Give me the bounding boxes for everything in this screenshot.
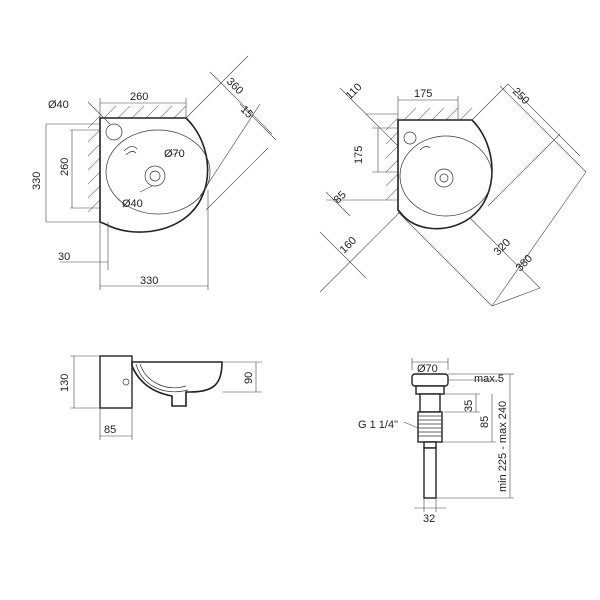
plan-view-right: 110 175 250 175 85 160 320 380 (319, 81, 587, 307)
wall-hatching-right (385, 107, 473, 201)
basin-section (131, 361, 223, 407)
label-drain-diameter: Ø70 (417, 363, 438, 375)
drain-body (419, 393, 441, 413)
label-tap-axis-depth: 175 (353, 146, 365, 164)
label-tap-axis-width: 175 (414, 88, 432, 100)
label-height: 130 (59, 374, 71, 392)
label-drain-diameter: Ø70 (164, 148, 185, 160)
overflow-hole (122, 378, 130, 386)
drain-cap (411, 373, 449, 387)
plan-view-left: Ø40 260 360 15 Ø70 Ø40 330 260 30 330 (31, 55, 277, 290)
wall-hatching-left (87, 105, 187, 213)
bowl-left (105, 129, 211, 215)
tap-hole-left (105, 123, 123, 141)
label-max-gap: max.5 (474, 373, 504, 385)
side-view: 130 90 85 (59, 355, 262, 440)
bowl-curve (135, 363, 189, 393)
tap-hole-right (403, 131, 417, 145)
overflow-slot-left-2 (123, 146, 138, 152)
label-front-offset: 110 (344, 81, 365, 102)
overflow-slot-left (125, 151, 137, 156)
bowl-right (399, 135, 493, 217)
drain-outer-left (144, 165, 166, 187)
label-bowl-depth: 90 (243, 372, 255, 384)
label-diagonal: 360 (224, 76, 245, 97)
label-thread-height: 35 (463, 400, 475, 412)
label-overflow-diameter: Ø40 (122, 198, 143, 210)
label-thread-spec: G 1 1/4" (358, 419, 398, 431)
label-wall-depth: 85 (104, 424, 116, 436)
basin-outline-left (99, 117, 209, 233)
drain-flange (415, 385, 445, 395)
bowl-curve-inner (139, 363, 187, 388)
label-tap-hole-diameter: Ø40 (48, 99, 69, 111)
drain-inner-left (149, 170, 161, 182)
label-side-offset: 85 (332, 189, 349, 206)
thread (417, 411, 443, 443)
label-body-height: 85 (479, 416, 491, 428)
label-width-total: 330 (140, 275, 158, 287)
drain-pipe (423, 447, 437, 499)
label-width-tap-side: 260 (130, 91, 148, 103)
label-depth-total: 330 (31, 172, 43, 190)
drain-inner-right (439, 173, 449, 183)
label-depth-tap-side: 260 (59, 158, 71, 176)
label-wall-offset: 30 (58, 251, 70, 263)
wall-section (99, 355, 133, 409)
label-offset: 15 (238, 104, 255, 121)
drain-outer-right (434, 168, 454, 188)
drain-valve-view: Ø70 max.5 35 85 G 1 1/4" min 225 - max 2… (358, 358, 514, 525)
label-inner-length: 320 (492, 237, 513, 258)
overflow-slot-right (419, 146, 431, 151)
label-pipe-diameter: 32 (423, 513, 435, 525)
label-length-range: min 225 - max 240 (497, 401, 509, 492)
drain-nut (423, 441, 437, 449)
